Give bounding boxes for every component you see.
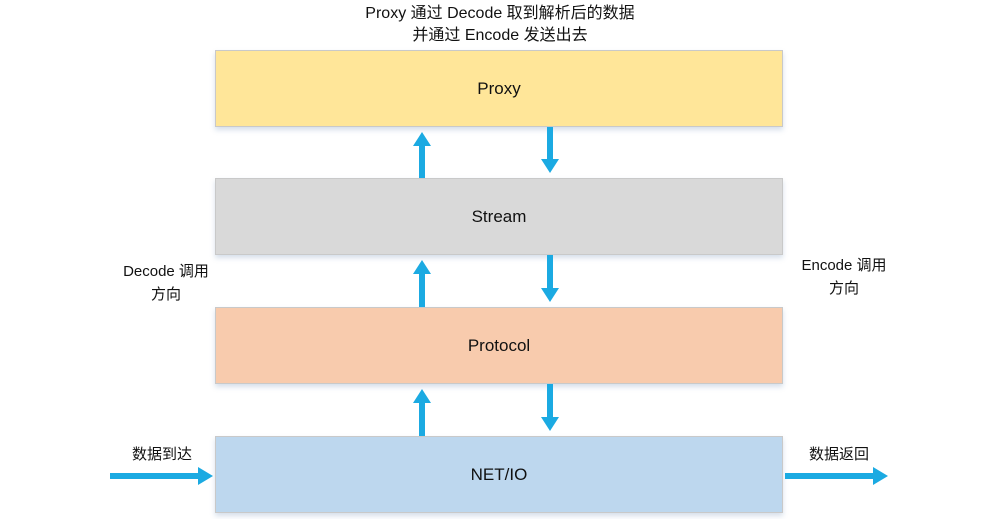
encode-direction-label: Encode 调用 方向 [774,254,914,300]
layer-box-proxy: Proxy [215,50,783,127]
arrow-up-stream-to-proxy-icon [413,132,431,178]
layer-label-netio: NET/IO [470,464,528,484]
layer-label-stream: Stream [471,206,527,226]
arrow-shaft [110,473,198,479]
decode-direction-line-1: Decode 调用 [123,263,209,280]
arrow-shaft [419,146,425,178]
arrow-shaft [547,127,553,159]
arrow-head [413,389,431,403]
diagram-title-line-1: Proxy 通过 Decode 取到解析后的数据 [365,5,635,22]
encode-direction-line-1: Encode 调用 [801,257,887,274]
arrow-data-arrival-icon [110,467,213,485]
encode-direction-line-2: 方向 [828,280,859,297]
decode-direction-label: Decode 调用 方向 [96,260,236,306]
data-return-label: 数据返回 [808,446,869,463]
decode-direction-line-2: 方向 [150,286,181,303]
arrow-head [541,288,559,302]
arrow-up-protocol-to-stream-icon [413,260,431,307]
layer-box-stream: Stream [215,178,783,255]
arrow-down-stream-to-protocol-icon [541,255,559,302]
arrow-head [413,260,431,274]
arrow-shaft [785,473,873,479]
arrow-shaft [419,274,425,307]
arrow-head [413,132,431,146]
arrow-data-return-icon [785,467,888,485]
arrow-head [873,467,888,485]
arrow-shaft [547,255,553,288]
diagram-title: Proxy 通过 Decode 取到解析后的数据 并通过 Encode 发送出去 [0,3,1000,47]
layer-label-proxy: Proxy [477,78,521,98]
arrow-shaft [419,403,425,436]
arrow-head [198,467,213,485]
layer-box-netio: NET/IO [215,436,783,513]
arrow-down-proxy-to-stream-icon [541,127,559,173]
arrow-head [541,417,559,431]
arrow-head [541,159,559,173]
arrow-up-netio-to-protocol-icon [413,389,431,436]
layer-label-protocol: Protocol [467,335,531,355]
data-arrival-label: 数据到达 [131,446,192,463]
layer-box-protocol: Protocol [215,307,783,384]
diagram-title-line-2: 并通过 Encode 发送出去 [412,27,588,44]
arrow-down-protocol-to-netio-icon [541,384,559,431]
arrow-shaft [547,384,553,417]
